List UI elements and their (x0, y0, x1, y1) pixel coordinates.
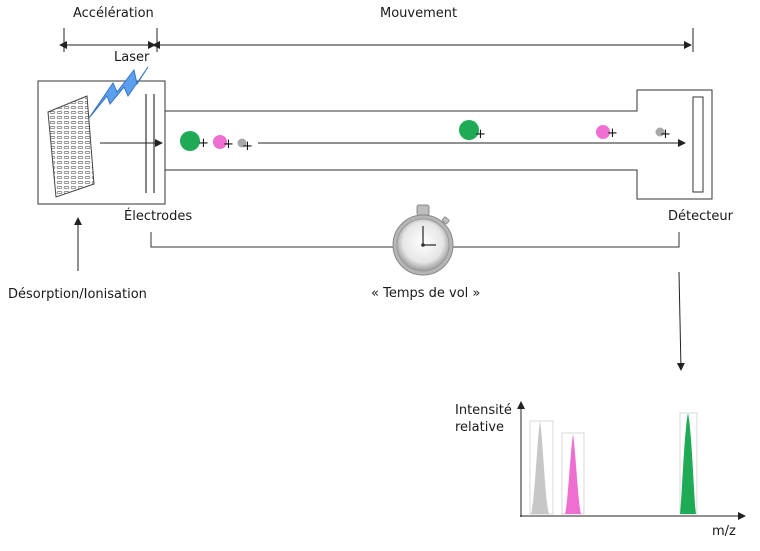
spectrum-peak-light (529, 420, 554, 515)
spectrum-peak-medium (561, 432, 585, 515)
ion-light-flight (655, 127, 665, 137)
ion-heavy-flight (459, 120, 479, 140)
desorption-label: Désorption/Ionisation (8, 287, 147, 302)
intensity-label: Intensité (455, 403, 512, 418)
detector-plate (692, 96, 704, 193)
movement-span (152, 28, 694, 52)
charge-symbol: + (242, 139, 253, 154)
ion-medium-start (213, 135, 227, 149)
movement-label: Mouvement (380, 6, 458, 21)
ion-medium-flight (596, 125, 610, 139)
sample-plate (47, 95, 95, 198)
charge-symbol: + (475, 127, 486, 142)
charge-symbol: + (607, 126, 618, 141)
spectrum-peak-heavy (679, 412, 698, 515)
relative-label: relative (455, 420, 505, 435)
laser-label: Laser (114, 50, 150, 65)
charge-symbol: + (198, 136, 209, 151)
electrodes-label: Électrodes (124, 209, 193, 224)
acceleration-label: Accélération (73, 6, 154, 21)
mz-label: m/z (712, 524, 736, 539)
stopwatch-icon (392, 204, 454, 276)
detector-output-arrow (676, 271, 685, 371)
charge-symbol: + (223, 137, 234, 152)
ion-light-start (237, 138, 247, 148)
laser-bolt-icon (88, 66, 149, 119)
ion-heavy-start (180, 131, 200, 151)
acceleration-span (59, 28, 158, 52)
flight-tube (164, 81, 713, 204)
time-of-flight-label: « Temps de vol » (371, 286, 481, 301)
charge-symbol: + (660, 127, 671, 142)
detector-label: Détecteur (668, 209, 733, 224)
